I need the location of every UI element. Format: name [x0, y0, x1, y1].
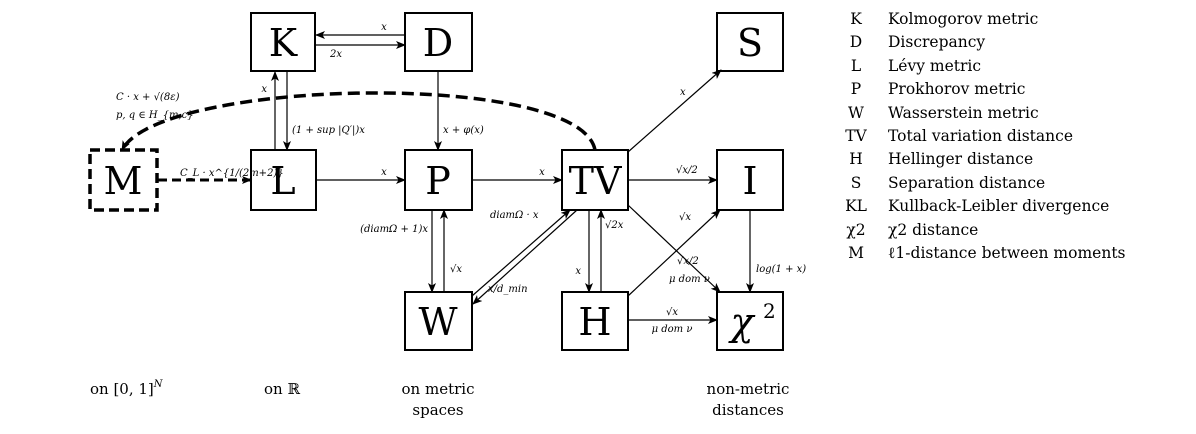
- node-TV-label: TV: [569, 159, 622, 203]
- node-D-label: D: [423, 21, 453, 65]
- node-H: H: [561, 291, 629, 351]
- edge-label-TV-H: x: [575, 266, 581, 277]
- node-M-label: M: [104, 159, 143, 203]
- legend-abbr: K: [850, 10, 862, 28]
- node-chi2: χ 2: [716, 291, 784, 351]
- edge-label-L-K: (1 + sup |Q′|)x: [292, 125, 365, 136]
- legend-name: Wasserstein metric: [888, 103, 1039, 122]
- edge-label-TV-I: √x/2: [676, 165, 698, 176]
- node-L: L: [250, 149, 317, 211]
- edge-label-TV-CHI-2: μ dom ν: [669, 274, 710, 285]
- edge-TV-CHI: [627, 204, 721, 293]
- legend-abbr: KL: [845, 197, 867, 216]
- legend-name: Discrepancy: [888, 33, 986, 52]
- column-label-non-metric-2: distances: [712, 401, 784, 419]
- column-label-reals: on ℝ: [264, 380, 300, 398]
- legend-name: Separation distance: [888, 173, 1046, 192]
- legend-row: χ2 χ2 distance: [836, 219, 1126, 242]
- legend-name: Hellinger distance: [888, 150, 1034, 169]
- column-label-metric-spaces-1: on metric: [402, 380, 475, 398]
- edge-label-P-TV: x: [539, 167, 545, 178]
- legend-abbr: L: [850, 56, 862, 75]
- metric-relations-diagram: K D S M L P TV I W H χ 2: [88, 12, 806, 419]
- legend-name: Lévy metric: [888, 56, 982, 75]
- node-W-label: W: [418, 300, 457, 344]
- edge-label-TV-CHI-1: √x/2: [677, 256, 699, 267]
- edge-label-I-CHI: log(1 + x): [756, 264, 806, 275]
- legend-row: KL Kullback-Leibler divergence: [836, 195, 1126, 218]
- legend-abbr: S: [850, 173, 862, 192]
- node-P: P: [404, 149, 473, 211]
- legend-row: L Lévy metric: [836, 55, 1126, 78]
- edge-label-H-CHI-2: μ dom ν: [652, 324, 693, 335]
- edge-TV-W: [472, 209, 578, 305]
- legend-row: TV Total variation distance: [836, 125, 1126, 148]
- node-I: I: [716, 149, 784, 211]
- legend-abbr: H: [849, 150, 863, 169]
- edge-W-TV: [471, 209, 571, 297]
- column-label-metric-spaces-2: spaces: [412, 401, 463, 419]
- node-S: S: [716, 12, 784, 72]
- legend-abbr: W: [848, 103, 864, 122]
- edge-label-D-K: x: [381, 22, 387, 33]
- node-P-label: P: [425, 159, 451, 203]
- edge-label-TV-M-2: p, q ∈ H_{m,c}: [116, 110, 194, 121]
- edge-H-I: [627, 209, 721, 297]
- svg-text:on [0, 1]N: on [0, 1]N: [90, 379, 164, 398]
- node-H-label: H: [578, 300, 611, 344]
- legend-abbr: P: [850, 80, 862, 99]
- legend-row: H Hellinger distance: [836, 148, 1126, 171]
- edge-label-K-D: 2x: [329, 49, 342, 60]
- edge-label-H-TV: √2x: [605, 220, 624, 231]
- legend-abbr: TV: [845, 127, 867, 146]
- edge-label-M-L: C_L · x^{1/(2m+2)}: [180, 168, 284, 179]
- legend-name: Prokhorov metric: [888, 80, 1026, 99]
- node-S-label: S: [737, 21, 763, 65]
- node-K: K: [250, 12, 316, 72]
- node-M: M: [88, 148, 159, 212]
- edge-label-D-P: x + φ(x): [443, 125, 484, 136]
- edge-label-TV-M-1: C · x + √(8ε): [116, 92, 180, 103]
- legend-abbr: χ2: [846, 220, 866, 239]
- edge-TV-S: [627, 69, 722, 153]
- node-D: D: [404, 12, 473, 72]
- node-chi2-sup: 2: [763, 299, 776, 323]
- column-label-non-metric-1: non-metric: [707, 380, 790, 398]
- legend-abbr: M: [848, 244, 864, 263]
- column-label-unit-cube: on [0, 1]N: [90, 379, 164, 398]
- node-L-label: L: [270, 159, 295, 203]
- edge-label-H-CHI-1: √x: [666, 307, 678, 318]
- legend-abbr: D: [849, 33, 863, 52]
- legend-name: χ2 distance: [888, 220, 979, 239]
- legend-name: Kolmogorov metric: [888, 10, 1039, 28]
- node-W: W: [404, 291, 473, 351]
- node-K-label: K: [269, 21, 298, 65]
- edge-label-TV-W: x/d_min: [488, 284, 528, 295]
- legend-row: W Wasserstein metric: [836, 102, 1126, 125]
- edge-TV-M: [120, 91, 597, 151]
- node-I-label: I: [742, 159, 757, 203]
- legend-row: D Discrepancy: [836, 31, 1126, 54]
- legend-name: ℓ1-distance between moments: [888, 244, 1126, 263]
- node-TV: TV: [561, 149, 629, 211]
- edge-label-W-P: √x: [450, 264, 462, 275]
- legend-name: Kullback-Leibler divergence: [888, 197, 1110, 216]
- node-chi2-label: χ: [727, 300, 755, 344]
- legend-name: Total variation distance: [888, 127, 1073, 146]
- edge-label-P-W: (diamΩ + 1)x: [360, 224, 428, 235]
- legend-row: K Kolmogorov metric: [836, 8, 1126, 31]
- legend-row: P Prokhorov metric: [836, 78, 1126, 101]
- edge-label-K-L: x: [261, 84, 267, 95]
- edge-label-TV-S: x: [680, 87, 686, 98]
- edge-label-H-I: √x: [679, 212, 691, 223]
- legend-row: S Separation distance: [836, 172, 1126, 195]
- edge-label-W-TV: diamΩ · x: [490, 210, 539, 221]
- edge-label-L-P: x: [381, 167, 387, 178]
